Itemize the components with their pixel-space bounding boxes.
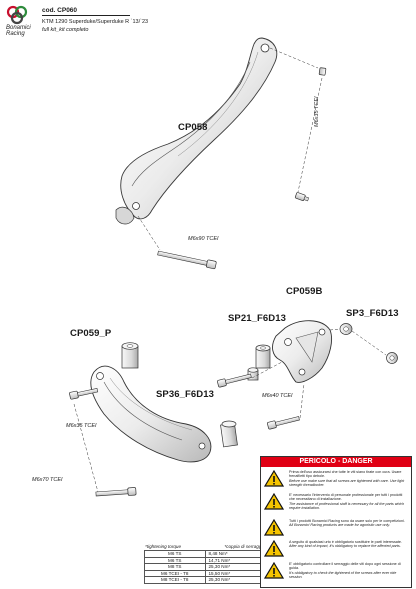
danger-text-it: A seguito di qualsiasi urto è obbligator… — [289, 540, 402, 544]
bolt-m6x90 — [157, 250, 217, 270]
danger-text-en: After any kind of impact, it's obbligato… — [289, 544, 401, 549]
torque-header-right: *coppia di serraggio — [224, 544, 265, 549]
label-cp059p: CP059_P — [70, 328, 112, 339]
danger-text-it: E' necessario l'intervento di personale … — [289, 493, 403, 502]
danger-title: PERICOLO - DANGER — [261, 457, 411, 467]
bolt-m6x40-a — [217, 373, 252, 388]
label-sp36: SP36_F6D13 — [156, 389, 215, 400]
warning-icon — [264, 493, 284, 510]
header-divider — [42, 15, 130, 16]
sp21-spacer — [255, 344, 271, 369]
torque-header-left: *tightening torque — [145, 544, 182, 549]
label-m6x90: M6x90 TCEI — [188, 236, 219, 242]
torque-table: *tightening torque *coppia di serraggio … — [144, 544, 266, 584]
danger-text-en: It's obbligatory to check the tightened … — [289, 570, 397, 580]
brand-logo-text: Bonamici Racing — [6, 25, 31, 37]
brand-logo-mark — [6, 5, 28, 25]
danger-text-it: Tutti i prodotti Bonamici Racing sono da… — [289, 519, 405, 523]
danger-box: PERICOLO - DANGER Prima dell'uso assicur… — [260, 456, 412, 588]
sp36-spacer-bottom — [220, 420, 238, 448]
warning-icon — [264, 562, 284, 579]
warning-icon — [264, 470, 284, 487]
danger-text-it: E' obbligatorio controllare il serraggio… — [289, 562, 401, 571]
cp059p-part — [90, 365, 212, 463]
model-title: KTM 1290 Superduke/Superduke R `13/`23 — [42, 19, 149, 25]
label-m6x40: M6x40 TCEI — [262, 393, 293, 399]
danger-text-en: All Bonamici Racing products are made fo… — [289, 523, 390, 528]
sp3-spacer-lower — [386, 352, 398, 364]
bolt-m6x35-lower — [294, 192, 310, 202]
warning-icon — [264, 540, 284, 557]
bolt-m6x40-b — [267, 416, 300, 430]
brand-name-line2: Racing — [6, 31, 25, 37]
kit-title: full kit_kit completo — [42, 27, 89, 33]
sp3-spacer — [339, 323, 353, 335]
label-m6x35-top: M6x35 TCEI — [314, 96, 320, 127]
torque-value: 25,30 Nm* — [204, 576, 266, 584]
label-sp21: SP21_F6D13 — [228, 313, 287, 324]
cp059b-part — [272, 320, 333, 383]
danger-text-en: Before use make sure that all screws are… — [289, 478, 405, 488]
label-cp058: CP058 — [178, 122, 208, 133]
cp058-part — [115, 37, 278, 225]
bolt-m6x35-left — [69, 388, 99, 400]
brand-name-line1: Bonamici — [6, 25, 31, 31]
bolt-m6x70 — [95, 487, 137, 497]
label-m6x35-left: M6x35 TCEI — [66, 423, 97, 429]
sp36-spacer-top — [121, 342, 139, 369]
danger-text-en: The assistance of professional staff is … — [289, 501, 405, 511]
bolt-m6x35-top — [318, 67, 327, 76]
label-cp059b: CP059B — [286, 286, 323, 297]
label-sp3: SP3_F6D13 — [346, 308, 399, 319]
product-code: cod. CP060 — [42, 7, 78, 14]
danger-text-it: Prima dell'uso assicurarsi che tutte le … — [289, 470, 402, 479]
torque-size: M8 TCEI - T8 — [144, 576, 206, 584]
label-m6x70: M6x70 TCEI — [32, 477, 63, 483]
warning-icon — [264, 519, 284, 536]
